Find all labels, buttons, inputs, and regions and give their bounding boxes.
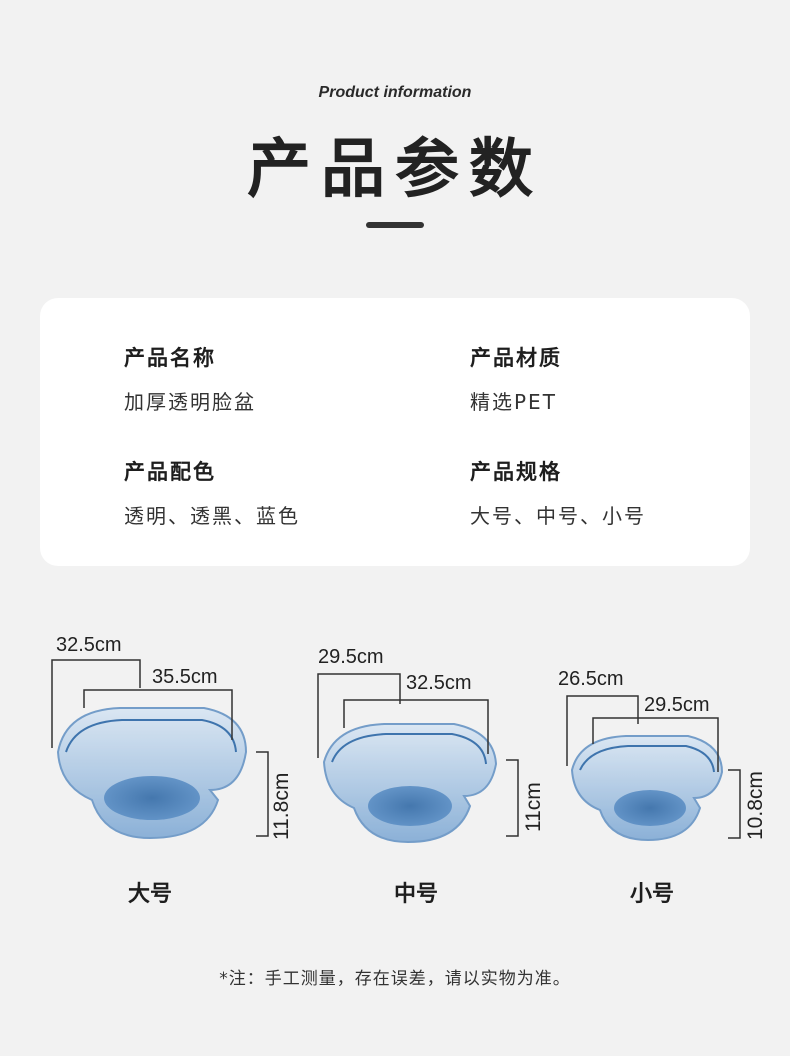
spec-label: 产品名称: [124, 346, 216, 370]
medium-outer-dimension: 29.5cm: [318, 646, 384, 668]
spec-label: 产品材质: [470, 346, 562, 370]
medium-bowl-image: [322, 723, 498, 844]
large-outer-dimension: 32.5cm: [56, 634, 122, 656]
spec-size: 产品规格 大号、中号、小号: [470, 456, 646, 529]
spec-color: 产品配色 透明、透黑、蓝色: [124, 456, 300, 529]
medium-size-label: 中号: [394, 882, 439, 907]
large-bowl-image: [56, 707, 248, 840]
spec-value: 加厚透明脸盆: [124, 390, 256, 414]
spec-value: 大号、中号、小号: [470, 504, 646, 528]
small-inner-dimension: 29.5cm: [644, 694, 710, 716]
medium-inner-dimension: 32.5cm: [406, 672, 472, 694]
footer-note: *注：手工测量，存在误差，请以实物为准。: [219, 969, 571, 989]
title-divider: [366, 222, 424, 228]
large-dimension-lines: [51, 659, 269, 837]
page-title: 产品参数: [247, 133, 543, 207]
large-size-label: 大号: [128, 882, 173, 907]
spec-value: 精选PET: [470, 390, 557, 414]
small-height-dimension: 10.8cm: [744, 771, 767, 840]
spec-label: 产品配色: [124, 460, 216, 484]
medium-height-dimension: 11cm: [522, 782, 545, 832]
large-height-dimension: 11.8cm: [270, 772, 293, 840]
spec-name: 产品名称 加厚透明脸盆: [124, 342, 256, 415]
small-size-label: 小号: [630, 882, 675, 907]
large-inner-dimension: 35.5cm: [152, 666, 218, 688]
spec-value: 透明、透黑、蓝色: [124, 504, 300, 528]
small-bowl-image: [570, 735, 724, 842]
small-outer-dimension: 26.5cm: [558, 668, 624, 690]
section-subtitle: Product information: [318, 84, 472, 101]
spec-material: 产品材质 精选PET: [470, 342, 562, 415]
small-dimension-lines: [566, 695, 741, 839]
spec-label: 产品规格: [470, 460, 562, 484]
spec-card: 产品名称 加厚透明脸盆 产品材质 精选PET 产品配色 透明、透黑、蓝色 产品规…: [40, 298, 750, 566]
medium-dimension-lines: [317, 673, 519, 837]
